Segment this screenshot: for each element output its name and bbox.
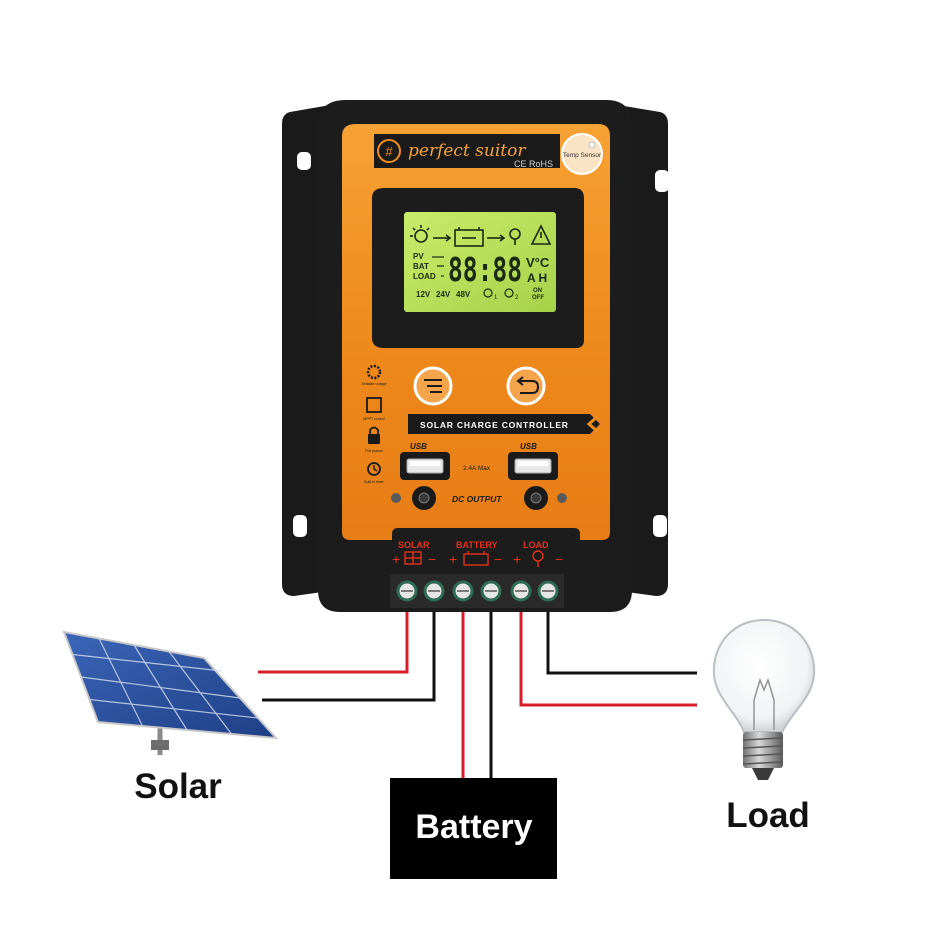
mount-slot — [297, 152, 311, 170]
plus-sign: + — [449, 551, 457, 567]
terminal-label-load: LOAD — [523, 540, 549, 550]
load-label: Load — [726, 796, 810, 835]
side-features: Settable voltage MPPT control Full prote… — [361, 364, 387, 484]
chevron-icon — [586, 414, 599, 434]
usb-label-left: USB — [410, 442, 427, 451]
terminal-label-battery: BATTERY — [456, 540, 498, 550]
screw-terminal[interactable] — [510, 580, 532, 602]
usb-label-right: USB — [520, 442, 537, 451]
usb-port-left[interactable] — [400, 452, 450, 480]
sun-icon — [414, 229, 428, 243]
gear-icon — [366, 364, 382, 380]
menu-button[interactable] — [413, 366, 453, 406]
dc-output-jack-right[interactable] — [524, 486, 548, 510]
screw-terminal[interactable] — [480, 580, 502, 602]
mount-slot — [653, 515, 667, 537]
warning-icon — [530, 224, 552, 245]
screw-terminal[interactable] — [423, 580, 445, 602]
battery-icon — [454, 229, 484, 247]
minus-sign: − — [494, 551, 502, 567]
brand-logo-mark: # — [385, 144, 393, 159]
lcd-row-bat: BAT — [413, 262, 429, 271]
brand-logo-icon — [377, 139, 401, 163]
screw-terminal[interactable] — [452, 580, 474, 602]
wires — [258, 605, 697, 780]
clock-icon — [504, 288, 514, 298]
bulb-base — [743, 732, 783, 768]
title-bar — [408, 414, 600, 434]
screw-terminal[interactable] — [396, 580, 418, 602]
lcd-unit-top: V°C — [526, 255, 550, 270]
feature-label: Settable voltage — [361, 382, 386, 386]
temp-sensor-label: Temp Sensor — [563, 152, 602, 159]
lcd-row-load: LOAD — [413, 272, 436, 281]
feature-label: MPPT control — [363, 417, 384, 421]
return-icon — [520, 380, 540, 394]
lcd-voltage-48v: 48V — [456, 290, 471, 299]
brand-bar — [374, 134, 560, 168]
solar-label: Solar — [134, 767, 222, 806]
status-led-left — [391, 493, 401, 503]
load-negative-wire — [546, 605, 697, 675]
plus-sign: + — [392, 551, 400, 567]
usb-current: 2.4A Max — [463, 465, 491, 472]
chip-icon — [366, 397, 382, 413]
menu-icon — [424, 379, 442, 393]
terminal-label-solar: SOLAR — [398, 540, 430, 550]
plus-sign: + — [513, 551, 521, 567]
mount-slot — [655, 170, 669, 192]
solar-panel — [62, 630, 279, 755]
lock-icon — [368, 434, 380, 444]
load-positive-wire — [519, 605, 697, 707]
clock-icon — [483, 288, 493, 298]
feature-label: Full protect — [365, 449, 382, 453]
terminal-symbols — [404, 550, 544, 567]
charge-controller: # perfect suitor CE RoHS Temp Sensor — [282, 100, 669, 612]
battery-symbol-icon — [463, 553, 489, 566]
temp-sensor-bulb-icon — [588, 141, 596, 149]
solar-positive-wire — [258, 605, 409, 674]
screw-terminals — [390, 574, 564, 608]
light-bulb-icon — [712, 618, 816, 733]
lcd-on: ON — [533, 288, 542, 294]
battery-box — [390, 778, 557, 879]
screw-terminal[interactable] — [537, 580, 559, 602]
status-led-right — [557, 493, 567, 503]
dc-output-label: DC OUTPUT — [452, 494, 502, 504]
terminal-panel — [392, 528, 580, 572]
lcd-status-icons — [410, 224, 552, 247]
lcd-off: OFF — [532, 295, 544, 301]
dc-output-jack-left[interactable] — [412, 486, 436, 510]
lcd-voltage-24v: 24V — [436, 290, 451, 299]
minus-sign: − — [428, 551, 436, 567]
brand-name: perfect suitor — [408, 141, 526, 161]
solar-negative-wire — [262, 605, 436, 702]
timer-icons — [483, 288, 514, 298]
lcd-unit-bottom: A H — [527, 271, 547, 285]
controller-title: SOLAR CHARGE CONTROLLER — [420, 420, 569, 430]
lcd-voltage-12v: 12V — [416, 290, 431, 299]
lcd-digits: 88:88 — [448, 250, 522, 289]
solar-panel-icon — [62, 630, 279, 740]
feature-label: Built-in timer — [364, 480, 384, 484]
back-button[interactable] — [506, 366, 546, 406]
mount-slot — [293, 515, 307, 537]
minus-sign: − — [555, 551, 563, 567]
battery-label: Battery — [415, 808, 532, 846]
filament — [753, 677, 775, 730]
timer-1: 1 — [494, 295, 498, 301]
cert-marks: CE RoHS — [514, 159, 553, 169]
light-bulb — [712, 618, 816, 780]
timer-2: 2 — [515, 295, 519, 301]
lcd-row-pv: PV — [413, 252, 424, 261]
timer-icon — [367, 462, 381, 476]
usb-port-right[interactable] — [508, 452, 558, 480]
